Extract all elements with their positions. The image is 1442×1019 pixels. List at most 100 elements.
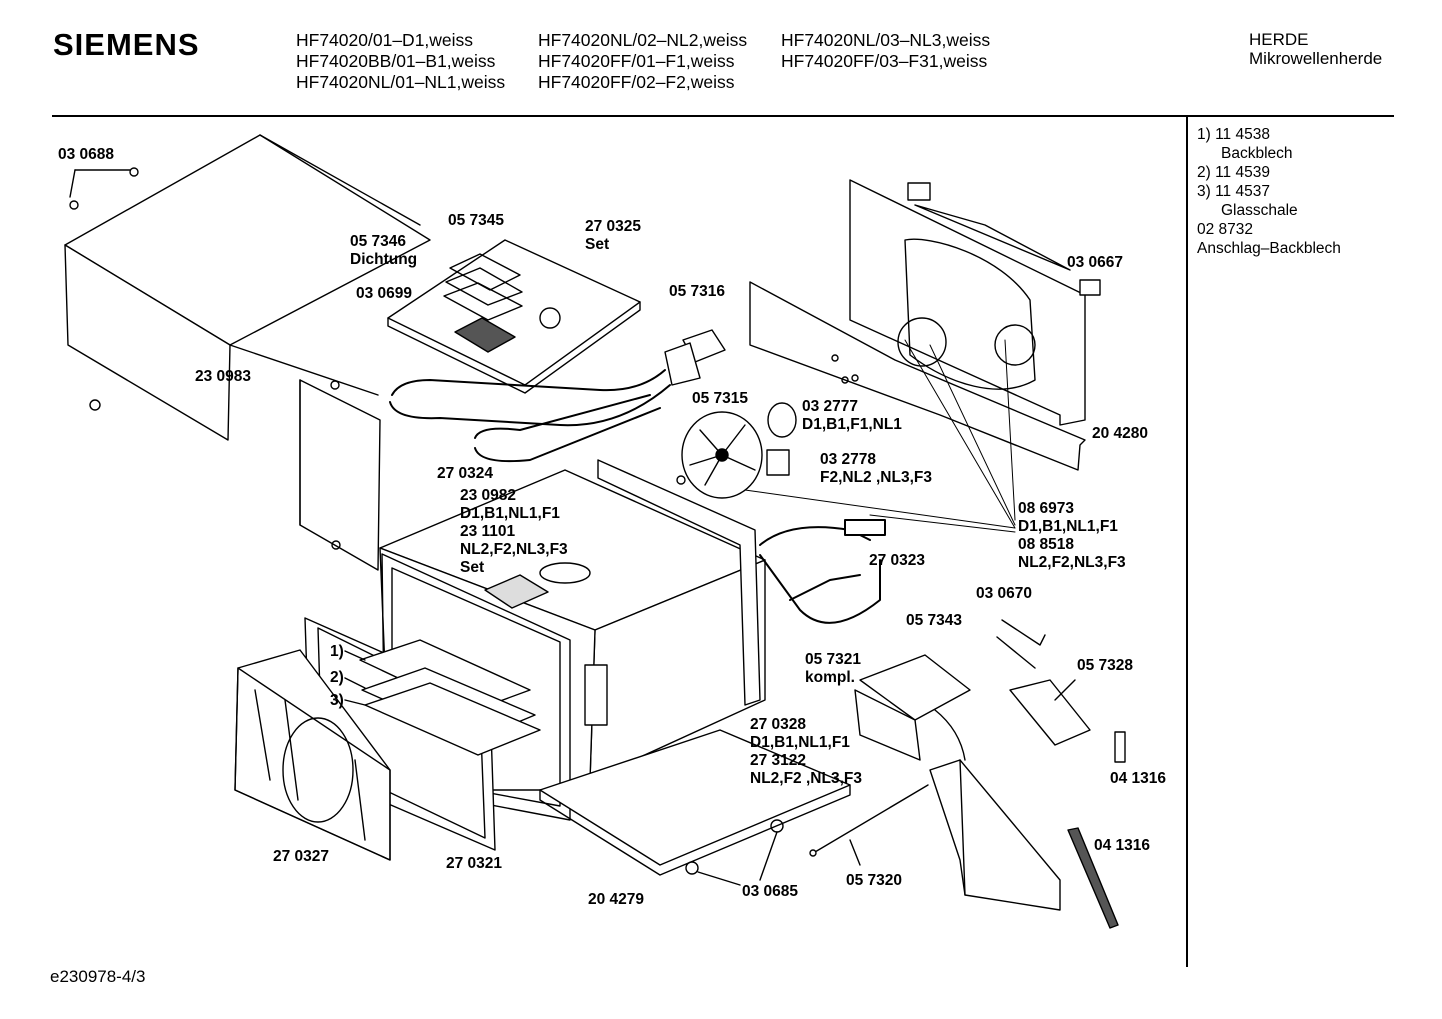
part-number: 04 1316 [1094, 837, 1151, 854]
part-number: 05 7345 [448, 212, 505, 229]
part-label-p057320: 05 7320 [846, 872, 902, 890]
part-label-p041316a: 04 1316 [1110, 770, 1166, 788]
oven-cavity [379, 459, 766, 821]
part-number: NL2,F2 ,NL3,F3 [750, 770, 862, 787]
outer-door [234, 649, 391, 861]
spring [996, 619, 1046, 669]
grill-element [759, 519, 886, 624]
part-number: 05 7321 [805, 651, 862, 668]
brand-logo: SIEMENS [53, 27, 200, 62]
switch-assembly [854, 654, 971, 761]
part-label-p030670: 03 0670 [976, 585, 1032, 603]
header-divider [52, 115, 1394, 117]
part-number: 27 3122 [750, 752, 807, 769]
part-number: 27 0325 [585, 218, 642, 235]
screws [69, 167, 139, 210]
part-label-p3: 3) [330, 692, 344, 710]
top-cover [387, 239, 641, 394]
part-number: 03 0688 [58, 146, 115, 163]
part-number: 03 2778 [820, 451, 877, 468]
model-list-col2: HF74020NL/02–NL2,weiss HF74020FF/01–F1,w… [538, 30, 747, 93]
category-sub: Mikrowellenherde [1249, 49, 1383, 68]
part-label-p057328: 05 7328 [1077, 657, 1133, 675]
part-number: 05 7320 [846, 872, 903, 889]
part-number: 05 7346 [350, 233, 407, 250]
leader-lines [744, 339, 1016, 533]
part-number: 27 0323 [869, 552, 926, 569]
part-label-p1: 1) [330, 643, 344, 661]
model-entry: HF74020FF/01–F1,weiss [538, 51, 735, 71]
part-number: 3) [330, 692, 344, 709]
document-id: e230978-4/3 [50, 967, 146, 986]
part-number: 03 2777 [802, 398, 859, 415]
part-number: 23 1101 [460, 523, 516, 540]
part-number: 03 0667 [1067, 254, 1124, 271]
part-number: 23 0982 [460, 487, 517, 504]
door-hinge [1009, 679, 1126, 763]
part-label-p041316b: 04 1316 [1094, 837, 1150, 855]
part-label-p270321: 27 0321 [446, 855, 502, 873]
part-number: NL2,F2,NL3,F3 [460, 541, 568, 558]
part-number: Dichtung [350, 251, 418, 268]
part-number: Set [585, 236, 610, 253]
part-number: 05 7316 [669, 283, 726, 300]
part-number: 05 7328 [1077, 657, 1134, 674]
back-panel [749, 179, 1101, 471]
model-list-col1: HF74020/01–D1,weiss HF74020BB/01–B1,weis… [296, 30, 505, 93]
part-label-p270323: 27 0323 [869, 552, 925, 570]
part-label-p204279: 20 4279 [588, 891, 644, 909]
part-number: 03 0670 [976, 585, 1033, 602]
part-number: 08 8518 [1018, 536, 1075, 553]
rod [809, 784, 929, 866]
part-label-p2: 2) [330, 669, 344, 687]
part-label-p270324: 27 0324 [437, 465, 493, 483]
legend-item: 02 8732 [1197, 221, 1254, 238]
part-label-p030688: 03 0688 [58, 146, 114, 164]
part-number: NL2,F2,NL3,F3 [1018, 554, 1126, 571]
model-entry: HF74020BB/01–B1,weiss [296, 51, 496, 71]
part-number: 20 4279 [588, 891, 645, 908]
legend-item: Backblech [1221, 145, 1293, 162]
part-number: 05 7343 [906, 612, 963, 629]
model-entry: HF74020FF/03–F31,weiss [781, 51, 988, 71]
model-entry: HF74020FF/02–F2,weiss [538, 72, 735, 92]
part-label-p057316: 05 7316 [669, 283, 725, 301]
outer-housing [64, 134, 431, 571]
part-label-p030699: 03 0699 [356, 285, 412, 303]
part-number: D1,B1,NL1,F1 [750, 734, 850, 751]
part-label-p057343: 05 7343 [906, 612, 962, 630]
part-label-p030667: 03 0667 [1067, 254, 1123, 272]
part-label-p057315: 05 7315 [692, 390, 748, 408]
legend-item: 1) 11 4538 [1197, 126, 1270, 143]
part-label-p057345: 05 7345 [448, 212, 504, 230]
part-number: 27 0324 [437, 465, 494, 482]
fan-wheel [676, 402, 797, 499]
bracket [664, 329, 726, 386]
part-label-p270327: 27 0327 [273, 848, 329, 866]
part-number: 23 0983 [195, 368, 252, 385]
category-main: HERDE [1249, 30, 1309, 49]
part-label-p230983: 23 0983 [195, 368, 251, 386]
part-number: Set [460, 559, 485, 576]
part-number: 2) [330, 669, 344, 686]
part-number: 20 4280 [1092, 425, 1149, 442]
part-number: 27 0321 [446, 855, 503, 872]
legend-item: 2) 11 4539 [1197, 164, 1270, 181]
part-number: 03 0685 [742, 883, 799, 900]
part-label-p204280: 20 4280 [1092, 425, 1148, 443]
seal-strip [1067, 827, 1119, 929]
base-plate [539, 729, 851, 886]
model-entry: HF74020NL/03–NL3,weiss [781, 30, 991, 50]
heating-element [389, 369, 671, 463]
part-number: F2,NL2 ,NL3,F3 [820, 469, 932, 486]
part-label-p030685: 03 0685 [742, 883, 798, 901]
part-number: 27 0328 [750, 716, 807, 733]
